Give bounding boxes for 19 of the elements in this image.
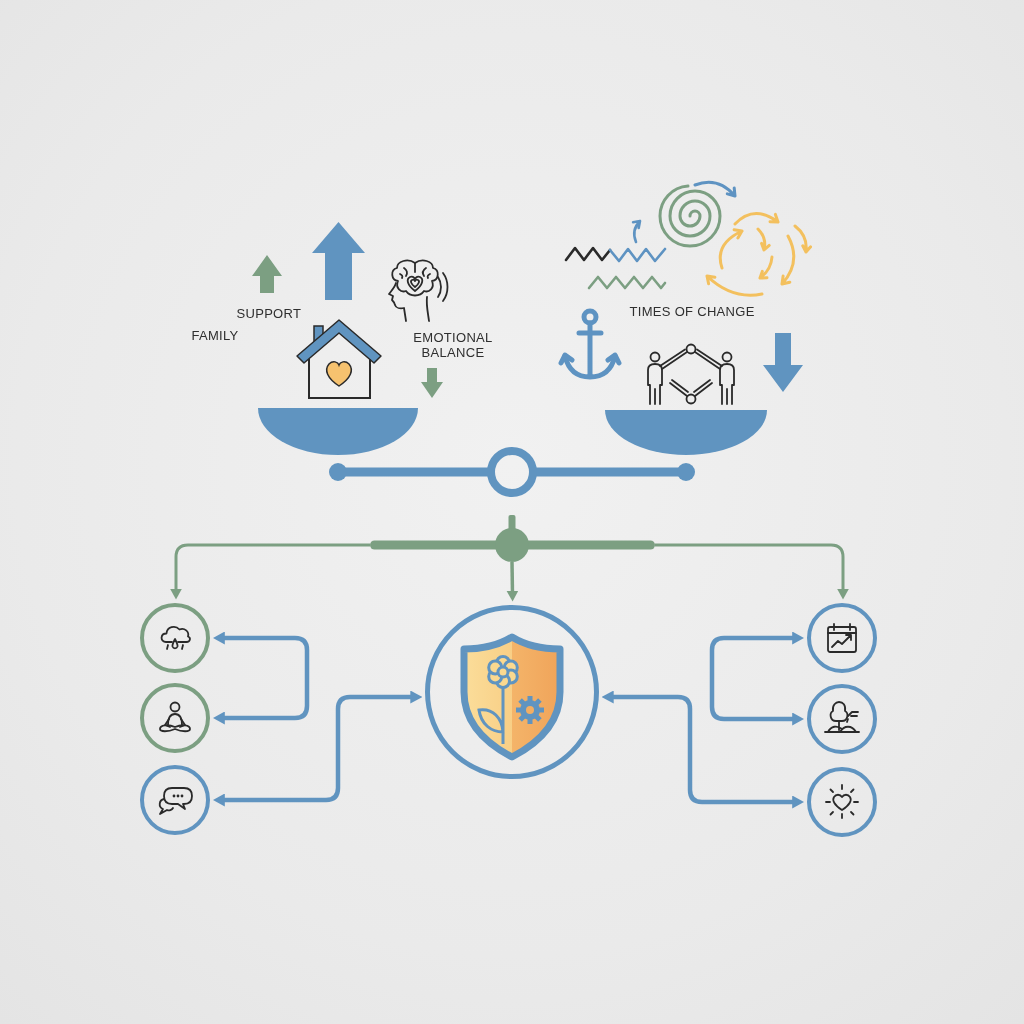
connector-arrow [170, 543, 370, 600]
icon-circle [140, 603, 210, 673]
shield-circle [425, 605, 599, 779]
icon-circle [140, 683, 210, 753]
icon-circle [807, 603, 877, 673]
connector-arrow [709, 632, 805, 725]
label-text: TIMES OF CHANGE [629, 304, 755, 319]
connector-arrow [601, 691, 805, 808]
label-text: FAMILY [191, 328, 239, 343]
icon-circle [807, 767, 877, 837]
connector-arrow [212, 632, 310, 724]
connector-arrow [506, 561, 518, 602]
icon-circle [807, 684, 877, 754]
label-text: SUPPORT [236, 306, 302, 321]
connector-arrow [655, 543, 849, 600]
connector-arrow [212, 691, 423, 806]
junction-bar [370, 515, 655, 562]
icon-circle [140, 765, 210, 835]
label-text: EMOTIONAL BALANCE [412, 330, 494, 360]
